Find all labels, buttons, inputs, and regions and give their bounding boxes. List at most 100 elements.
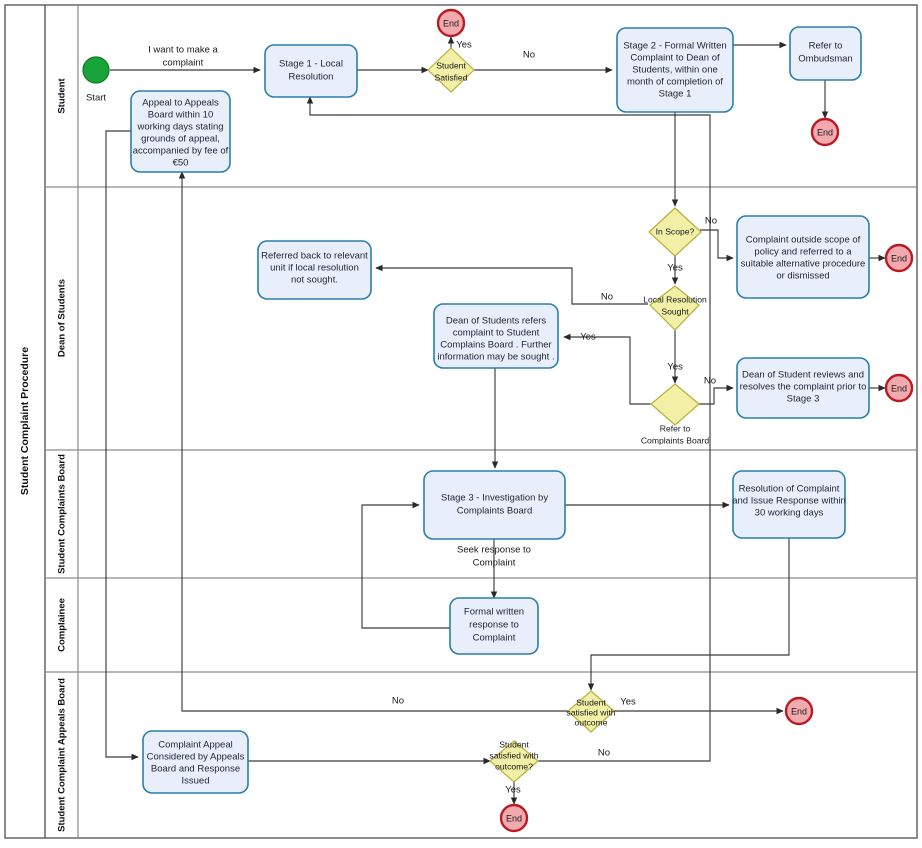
gateway-in-scope[interactable]: In Scope? — [648, 207, 702, 257]
gateway-student-satisfied-outcome[interactable]: Student satisfied with outcome — [566, 690, 616, 733]
gateway-line: Student — [576, 697, 606, 707]
task-line: Complains Board . Further — [440, 340, 551, 351]
end-event-label: End — [506, 813, 522, 823]
edge-label-outcome-yes: Yes — [620, 697, 636, 708]
task-line: Board within 10 — [148, 110, 213, 121]
task-line: and Issue Response within — [732, 496, 846, 507]
task-referred-back-to-relevant-unit[interactable]: Referred back to relevant unit if local … — [257, 240, 372, 300]
task-line: Dean of Students refers — [446, 316, 547, 327]
flow-formalresponse-to-stage3 — [361, 501, 450, 629]
edge-label-inscope-no: No — [705, 216, 717, 227]
flow-inscope-no — [700, 229, 734, 262]
task-resolution-of-complaint[interactable]: Resolution of Complaint and Issue Respon… — [732, 470, 846, 539]
task-line: resolves the complaint prior to — [740, 382, 867, 393]
edge-labels: I want to make a complaint Yes No No Yes… — [148, 40, 717, 796]
pool-frame — [4, 4, 918, 839]
task-line: suitable alternative procedure — [741, 259, 866, 270]
task-line: not sought. — [291, 275, 338, 286]
task-line: €50 — [173, 158, 189, 169]
task-line: Board and Response — [151, 764, 240, 775]
task-line: grounds of appeal, — [141, 134, 220, 145]
task-line: Stage 2 - Formal Written — [623, 41, 726, 52]
edge-label-localres-no: No — [601, 292, 613, 303]
gateway-line: Refer to — [660, 423, 691, 433]
task-line: Formal written — [464, 607, 524, 618]
flow-outcome2-no-stage1 — [306, 96, 711, 762]
gateway-line: Complaints Board — [641, 435, 710, 445]
gateway-line: satisfied with — [566, 707, 615, 717]
task-line: Complaint outside scope of — [746, 235, 861, 246]
pool-title: Student Complaint Procedure — [19, 347, 31, 495]
task-complaint-appeal-considered[interactable]: Complaint Appeal Considered by Appeals B… — [142, 730, 249, 794]
edge-label-satisfied-no: No — [523, 50, 535, 61]
edge-label-referboard-no: No — [704, 376, 716, 387]
edge-label-outcome2-no: No — [598, 748, 610, 759]
task-line: Resolution — [289, 72, 334, 83]
end-event-4[interactable]: End — [884, 373, 914, 403]
gateway-line: Local Resolution — [643, 294, 707, 304]
task-line: information may be sought . — [437, 352, 554, 363]
gateway-line: satisfied with — [489, 750, 538, 760]
task-line: Complaints Board — [457, 506, 533, 517]
end-event-label: End — [791, 706, 807, 716]
task-complaint-outside-scope[interactable]: Complaint outside scope of policy and re… — [736, 215, 870, 299]
gateway-student-satisfied-outcome-2[interactable]: Student satisfied with outcome? — [489, 739, 539, 783]
gateway-local-resolution-sought[interactable]: Local Resolution Sought — [643, 285, 707, 331]
lane-label-complainee: Complainee — [57, 598, 68, 652]
lane-label-dean: Dean of Students — [57, 279, 68, 357]
start-event-label: Start — [86, 93, 106, 104]
task-formal-written-response[interactable]: Formal written response to Complaint — [449, 597, 539, 655]
task-line: Complaint to Dean of — [630, 53, 720, 64]
task-appeal-to-appeals-board[interactable]: Appeal to Appeals Board within 10 workin… — [130, 90, 231, 173]
task-line: policy and referred to a — [754, 247, 852, 258]
task-line: response to — [469, 620, 519, 631]
task-line: or dismissed — [776, 271, 829, 282]
gateway-student-satisfied[interactable]: Student Satisfied — [427, 47, 475, 93]
task-line: Dean of Student reviews and — [742, 370, 864, 381]
task-line: Ombudsman — [798, 54, 852, 65]
end-event-2[interactable]: End — [810, 117, 840, 147]
lane-label-board: Student Complaints Board — [57, 454, 68, 574]
edge-label-localres-yes: Yes — [667, 362, 683, 373]
task-line: Stage 1 - Local — [279, 59, 343, 70]
gateway-line: outcome — [575, 717, 608, 727]
task-dean-of-student-reviews[interactable]: Dean of Student reviews and resolves the… — [736, 357, 870, 419]
gateway-line: Student — [436, 60, 466, 70]
lane-label-student: Student — [57, 77, 68, 113]
edge-label-seek-response-l1: Seek response to — [457, 545, 531, 556]
flow-resolution-to-outcome — [587, 538, 790, 691]
task-refer-to-ombudsman[interactable]: Refer to Ombudsman — [789, 26, 862, 81]
task-line: accompanied by fee of — [133, 146, 229, 157]
flow-referboard-no — [698, 384, 734, 405]
task-line: unit if local resolution — [270, 263, 359, 274]
gateway-line: Student — [499, 739, 529, 749]
task-dean-of-students-refers[interactable]: Dean of Students refers complaint to Stu… — [433, 303, 559, 369]
task-line: Refer to — [809, 41, 843, 52]
task-line: month of completion of — [627, 77, 723, 88]
gateway-line: outcome? — [495, 761, 533, 771]
lane-label-appeals: Student Complaint Appeals Board — [57, 678, 68, 832]
flow-outcome-no-appeal — [178, 171, 568, 712]
end-event-label: End — [817, 127, 833, 137]
flow-localres-no — [375, 264, 648, 305]
task-line: Stage 3 — [787, 394, 820, 405]
task-stage-3-investigation[interactable]: Stage 3 - Investigation by Complaints Bo… — [423, 470, 566, 540]
end-event-6[interactable]: End — [499, 803, 529, 833]
end-event-3[interactable]: End — [884, 243, 914, 273]
edge-label-referboard-yes: Yes — [580, 332, 596, 343]
end-event-label: End — [443, 18, 459, 28]
start-event[interactable] — [82, 56, 110, 84]
edge-label-want-complaint-l1: I want to make a — [148, 45, 218, 56]
task-line: Complaint — [473, 633, 516, 644]
gateway-refer-to-complaints-board[interactable]: Refer to Complaints Board — [641, 383, 710, 445]
task-line: Students, within one — [632, 65, 718, 76]
gateway-line: Sought — [661, 306, 689, 316]
end-event-1[interactable]: End — [436, 8, 466, 38]
end-event-label: End — [891, 383, 907, 393]
task-stage-1-local-resolution[interactable]: Stage 1 - Local Resolution — [264, 44, 358, 98]
end-event-5[interactable]: End — [784, 696, 814, 726]
task-stage-2-formal-written-complaint[interactable]: Stage 2 - Formal Written Complaint to De… — [616, 27, 734, 113]
gateway-line: In Scope? — [656, 226, 695, 236]
